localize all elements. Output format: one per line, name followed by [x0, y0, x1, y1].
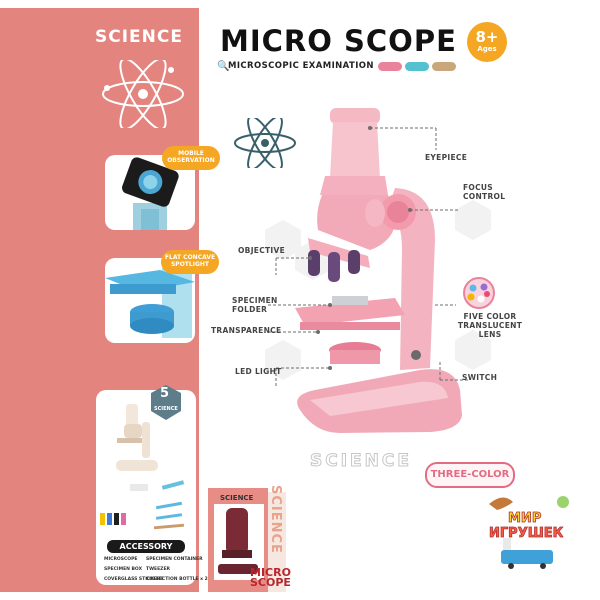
callout-switch: SWITCH — [462, 373, 498, 382]
callout-focus-control: FOCUS CONTROL — [463, 183, 506, 201]
age-badge: 8+ Ages — [467, 22, 507, 62]
box-brand: SCIENCE — [220, 494, 254, 502]
steps-badge-label: SCIENCE — [154, 406, 178, 412]
sidebar-title: SCIENCE — [95, 27, 183, 47]
accessory-item: TWEEZER — [146, 567, 170, 572]
atom-decoration-icon — [234, 118, 296, 168]
store-logo-line1: МИР — [508, 511, 542, 526]
background-hexagon-pattern — [265, 200, 491, 380]
accessory-item: COLLECTION BOTTLE x 2 — [146, 577, 208, 582]
accessory-item: COVERGLASS STICKERS — [104, 577, 164, 582]
three-color-badge: THREE-COLOR — [425, 462, 515, 488]
callout-specimen-folder: SPECIMEN FOLDER — [232, 296, 278, 314]
callout-five-color: FIVE COLOR TRANSLUCENT LENS — [457, 312, 523, 339]
five-color-lens-icon — [463, 277, 495, 309]
accessory-title: ACCESSORY — [107, 540, 185, 553]
callout-objective: OBJECTIVE — [238, 246, 286, 255]
store-logo-mascot — [489, 496, 569, 569]
science-watermark: SCIENCE — [310, 451, 412, 472]
age-value: 8+ — [475, 28, 499, 46]
callout-transparence: TRANSPARENCE — [211, 326, 282, 335]
mini-microscope-image — [116, 404, 158, 471]
accessory-item: SPECIMEN CONTAINER — [146, 557, 203, 562]
page-title: MICRO SCOPE — [220, 24, 457, 58]
phone-on-microscope-image — [122, 157, 179, 230]
callout-eyepiece: EYEPIECE — [425, 153, 468, 162]
age-label: Ages — [477, 45, 497, 53]
accessory-item: SPECIMEN BOX — [104, 567, 143, 572]
color-swatch-pink — [378, 62, 402, 71]
color-swatch-blue — [405, 62, 429, 71]
spotlight-bubble: FLAT CONCAVE SPOTLIGHT — [161, 250, 219, 274]
spotlight-stage-image — [105, 268, 195, 338]
color-swatch-tan — [432, 62, 456, 71]
product-box-image — [208, 488, 286, 592]
accessory-thumbnails-row-1 — [100, 480, 190, 492]
collection-bottles — [100, 513, 140, 525]
steps-badge — [151, 385, 181, 420]
steps-badge-number: 5 — [160, 386, 170, 401]
accessory-item: MICROSCOPE — [104, 557, 138, 562]
callout-led-light: LED LIGHT — [235, 367, 282, 376]
box-title: MICRO SCOPE — [250, 566, 291, 589]
store-logo-line2: ИГРУШЕК — [489, 526, 564, 541]
atom-icon — [102, 60, 184, 128]
box-side-text: SCIENCE — [268, 485, 283, 554]
subtitle: MICROSCOPIC EXAMINATION — [228, 61, 374, 71]
microscope-illustration — [295, 108, 462, 433]
magnifier-icon: 🔍 — [217, 61, 230, 72]
mobile-observation-bubble: MOBILE OBSERVATION — [162, 146, 220, 170]
